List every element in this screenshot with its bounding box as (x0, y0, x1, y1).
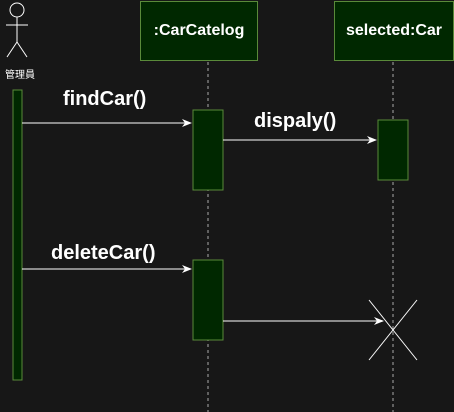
actor-figure[interactable] (6, 2, 28, 58)
selected-car-activation-display[interactable] (377, 119, 409, 181)
lifeline-selected-car-box[interactable]: selected:Car (334, 1, 454, 61)
actor-activation-bar[interactable] (12, 89, 23, 381)
destroy-x-icon (368, 299, 418, 361)
lifeline-carcatelog-label: :CarCatelog (153, 22, 245, 39)
carcatelog-activation-delete[interactable] (192, 259, 224, 341)
actor-head (9, 2, 25, 18)
message-deletecar-label: deleteCar() (51, 242, 156, 264)
message-findcar-label: findCar() (63, 88, 147, 110)
actor-right-leg (16, 41, 28, 58)
lifeline-selected-car-label: selected:Car (345, 22, 443, 39)
lifeline-carcatelog-box[interactable]: :CarCatelog (140, 1, 258, 61)
actor-left-leg (6, 41, 18, 58)
actor-label: 管理員 (5, 70, 35, 81)
message-dispaly-label: dispaly() (254, 110, 337, 132)
carcatelog-activation-find[interactable] (192, 109, 224, 191)
